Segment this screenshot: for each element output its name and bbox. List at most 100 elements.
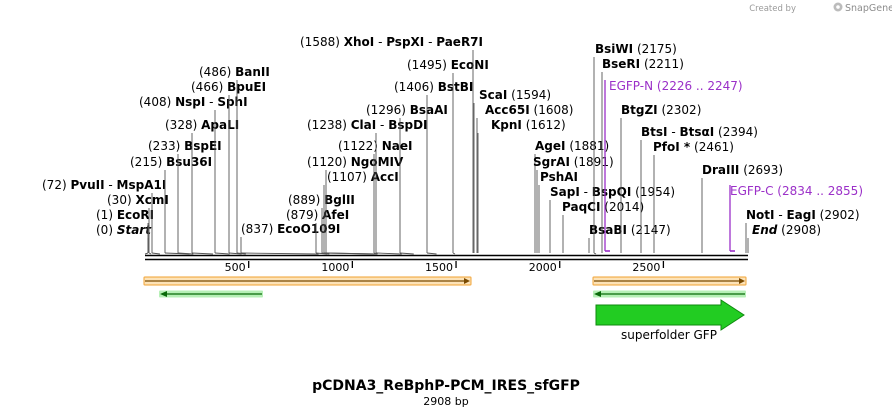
restriction-site[interactable]: (1122) NaeI — [338, 139, 412, 255]
mcs-feature[interactable] — [592, 276, 747, 286]
site-position: (2175) — [637, 42, 677, 56]
primer-site[interactable]: EGFP-N (2226 .. 2247) — [604, 79, 743, 252]
restriction-site[interactable]: (72) PvuII - MspA1I — [42, 178, 167, 255]
plasmid-title: pCDNA3_ReBphP-PCM_IRES_sfGFP — [312, 378, 580, 394]
restriction-site[interactable]: (1495) EcoNI — [407, 58, 489, 255]
site-name: EcoNI — [451, 58, 489, 72]
site-position: (1406) — [394, 80, 434, 94]
restriction-site[interactable]: BtsI - BtsαI (2394) — [640, 125, 758, 253]
site-position: (2394) — [718, 125, 758, 139]
restriction-site[interactable]: PaqCI (2014) — [562, 200, 644, 253]
restriction-site[interactable]: BsiWI (2175) — [593, 42, 677, 255]
direction-arrow[interactable] — [159, 290, 263, 298]
site-position: (215) — [130, 155, 162, 169]
restriction-site[interactable]: End (2908) — [747, 223, 821, 253]
restriction-site[interactable]: (1) EcoRI — [96, 208, 154, 255]
site-label: (1122) NaeI — [338, 139, 412, 153]
site-position: (1120) — [307, 155, 347, 169]
site-label: BsiWI (2175) — [595, 42, 677, 56]
restriction-site[interactable]: (1120) NgoMIV — [307, 155, 404, 255]
restriction-site[interactable]: SapI - BspQI (1954) — [549, 185, 675, 253]
site-label: PfoI * (2461) — [653, 140, 734, 154]
restriction-site[interactable]: AgeI (1881) — [534, 139, 609, 253]
site-label: (889) BglII — [288, 193, 355, 207]
site-label: (466) BpuEI — [191, 80, 266, 94]
site-name: DraIII — [702, 163, 739, 177]
restriction-sites: (0) Start(1) EcoRI(30) XcmI(72) PvuII - … — [42, 35, 860, 255]
restriction-site[interactable]: (1107) AccI — [323, 170, 399, 255]
site-label: PaqCI (2014) — [562, 200, 644, 214]
site-name: Bsu36I — [166, 155, 212, 169]
restriction-site[interactable]: ScaI (1594) — [473, 88, 551, 253]
restriction-site[interactable]: BtgZI (2302) — [620, 103, 701, 253]
site-label: (1) EcoRI — [96, 208, 154, 222]
site-name: BtgZI — [621, 103, 658, 117]
site-label: KpnI (1612) — [491, 118, 566, 132]
site-name: BseRI — [602, 57, 640, 71]
site-position: (2461) — [694, 140, 734, 154]
site-position: (889) — [288, 193, 320, 207]
site-name: PshAI — [540, 170, 578, 184]
site-position: (328) — [165, 118, 197, 132]
direction-arrow[interactable] — [593, 290, 746, 298]
restriction-site[interactable]: (1588) XhoI - PspXI - PaeR7I — [300, 35, 483, 253]
site-name: PspXI — [386, 35, 424, 49]
site-name: NotI — [746, 208, 775, 222]
restriction-site[interactable]: (0) Start — [96, 223, 152, 255]
site-label: BtsI - BtsαI (2394) — [641, 125, 758, 139]
credit-prefix: Created by — [749, 4, 796, 14]
site-name: MspA1I — [117, 178, 167, 192]
site-label: BtgZI (2302) — [621, 103, 701, 117]
site-label: (1120) NgoMIV — [307, 155, 404, 169]
restriction-site[interactable]: PshAI — [538, 170, 578, 253]
mcs-feature[interactable] — [143, 276, 472, 286]
site-position: (486) — [199, 65, 231, 79]
restriction-site[interactable]: (837) EcoO109I — [240, 222, 340, 255]
site-position: (0) — [96, 223, 113, 237]
site-position: (879) — [286, 208, 318, 222]
site-label: SapI - BspQI (1954) — [550, 185, 675, 199]
site-label: (879) AfeI — [286, 208, 349, 222]
restriction-site[interactable]: (486) BanII — [199, 65, 270, 255]
site-position: (837) — [241, 222, 273, 236]
restriction-site[interactable]: BseRI (2211) — [601, 57, 684, 253]
restriction-site[interactable]: BsaBI (2147) — [588, 223, 671, 253]
site-label: (0) Start — [96, 223, 152, 237]
restriction-site[interactable]: Acc65I (1608) — [476, 103, 573, 253]
site-label: (233) BspEI — [148, 139, 222, 153]
restriction-site[interactable]: DraIII (2693) — [701, 163, 783, 253]
restriction-site[interactable]: (889) BglII — [288, 193, 355, 255]
site-position: (1238) — [307, 118, 347, 132]
site-label: DraIII (2693) — [702, 163, 783, 177]
restriction-site[interactable]: (879) AfeI — [286, 208, 349, 255]
site-position: (72) — [42, 178, 67, 192]
site-name: EcoO109I — [277, 222, 340, 236]
site-name: SapI — [550, 185, 580, 199]
restriction-site[interactable]: (233) BspEI — [148, 139, 222, 255]
site-position: (1881) — [569, 139, 609, 153]
restriction-site[interactable]: (1406) BstBI — [394, 80, 473, 255]
site-label: NotI - EagI (2902) — [746, 208, 860, 222]
restriction-site[interactable]: NotI - EagI (2902) — [745, 208, 860, 253]
restriction-site[interactable]: KpnI (1612) — [477, 118, 566, 253]
site-position: (1588) — [300, 35, 340, 49]
restriction-site[interactable]: (1296) BsaAI — [366, 103, 448, 255]
credit-brand: SnapGene — [845, 3, 892, 14]
axis-tick-label: 500 — [225, 261, 246, 274]
site-position: (1107) — [327, 170, 367, 184]
primer-site[interactable]: EGFP-C (2834 .. 2855) — [729, 184, 863, 252]
restriction-site[interactable]: (1238) ClaI - BspDI — [307, 118, 428, 255]
site-name: BsaAI — [410, 103, 448, 117]
site-label: End (2908) — [752, 223, 821, 237]
site-label: (408) NspI - SphI — [139, 95, 248, 109]
features-track: superfolder GFP — [143, 276, 747, 342]
superfolder-gfp-feature[interactable]: superfolder GFP — [595, 299, 745, 342]
site-label: Acc65I (1608) — [485, 103, 573, 117]
axis-tick-label: 1500 — [425, 261, 453, 274]
site-position: (30) — [107, 193, 132, 207]
restriction-site[interactable]: PfoI * (2461) — [653, 140, 734, 253]
restriction-site[interactable]: (408) NspI - SphI — [139, 95, 248, 255]
site-name: EagI — [786, 208, 815, 222]
restriction-site[interactable]: (328) ApaLI — [165, 118, 239, 255]
